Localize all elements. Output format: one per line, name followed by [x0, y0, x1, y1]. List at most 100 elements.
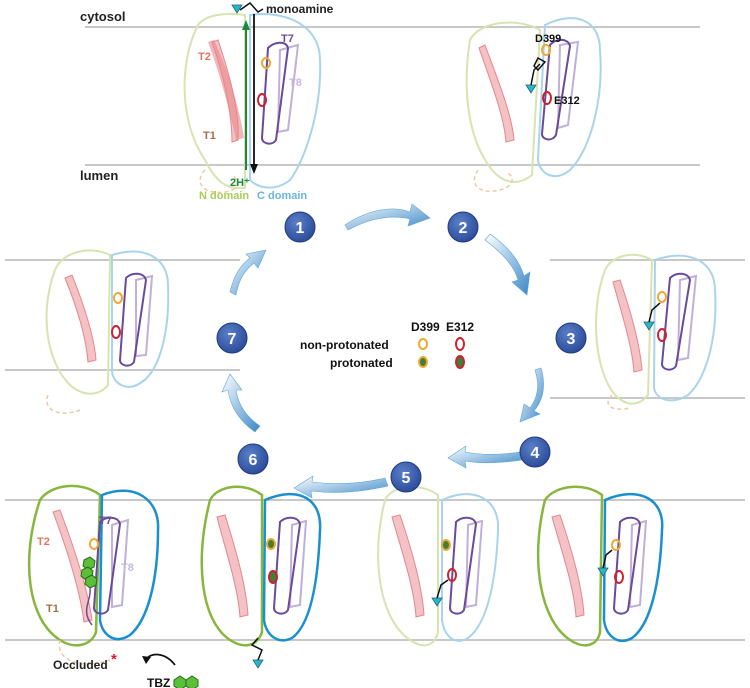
svg-text:5: 5: [402, 470, 411, 487]
d399-ring: [657, 291, 667, 303]
c-domain-outline: [536, 17, 602, 178]
arrow-3-to-4: [519, 367, 544, 423]
e312-ring: [657, 328, 667, 342]
t2-label: T2: [37, 536, 50, 548]
n-domain-outline-bold: [27, 484, 102, 647]
c-domain-outline-bold: [98, 489, 160, 641]
helix-t8: [464, 519, 484, 609]
c-domain-outline: [249, 13, 322, 189]
step-4-badge: 4: [519, 436, 551, 468]
released-monoamine-icon: [250, 637, 264, 669]
state-2-structure: D399 E312: [465, 17, 602, 192]
d399-label: D399: [535, 33, 561, 45]
arrow-5-to-6: [293, 475, 389, 499]
t8-label: T8: [289, 77, 302, 89]
monoamine-label: monoamine: [266, 2, 334, 16]
monoamine-ligand-icon: [643, 302, 661, 331]
lumenal-loop: [473, 169, 513, 192]
n-domain-outline-bold: [200, 485, 264, 647]
state-4-structure: [536, 485, 664, 647]
helix-t7: [660, 272, 692, 371]
tbz-tail: [85, 587, 93, 626]
protonation-legend: D399 E312 non-protonated protonated: [300, 320, 474, 370]
t8-label: T8: [121, 562, 134, 574]
state-7-structure: [45, 249, 170, 414]
helix-t1-t2: [551, 514, 585, 618]
lumen-label: lumen: [80, 168, 118, 183]
svg-text:7: 7: [228, 331, 237, 348]
e312-ring: [257, 93, 267, 107]
helix-t1-t2: [391, 514, 425, 618]
e312-ring: [542, 91, 552, 105]
step-7-badge: 7: [216, 322, 248, 354]
tbz-molecule-icon: [173, 675, 199, 688]
c-domain-label: C domain: [257, 190, 307, 202]
cycle-arrows: [221, 203, 544, 499]
step-5-badge: 5: [390, 461, 422, 493]
tbz-arrow: [145, 653, 176, 666]
step-6-badge: 6: [237, 443, 269, 475]
t1-label: T1: [46, 603, 59, 615]
step-3-badge: 3: [555, 322, 587, 354]
n-domain-outline: [45, 249, 112, 395]
t2-label: T2: [198, 51, 211, 63]
legend-e312-protonated: [455, 355, 465, 369]
monoamine-ligand-icon: [431, 579, 449, 607]
arrow-6-to-7: [221, 373, 261, 433]
occluded-label: Occluded: [53, 658, 108, 672]
e312-ring: [111, 325, 121, 339]
helix-t7: [612, 516, 642, 615]
helix-t7: [540, 38, 572, 141]
arrow-2-to-3: [484, 233, 531, 296]
t7-label: T7: [99, 515, 112, 527]
d399-protonated: [441, 539, 451, 551]
helix-t8: [628, 519, 648, 609]
d399-ring: [89, 538, 99, 550]
t1-label: T1: [203, 130, 216, 142]
helix-t1-t2: [64, 274, 97, 363]
legend-row-protonated: protonated: [330, 356, 393, 370]
helix-t7: [92, 516, 122, 615]
state-1-structure: T2 T1 T7 T8 2H⁺ N domain C domain monoam…: [183, 2, 334, 202]
d399-ring: [541, 44, 551, 56]
d399-protonated: [266, 538, 276, 550]
svg-text:6: 6: [249, 452, 258, 469]
helix-t1-t2: [478, 44, 515, 143]
d399-ring: [261, 57, 271, 69]
lumenal-loop: [199, 169, 239, 194]
svg-text:2: 2: [459, 220, 468, 237]
arrow-4-to-5: [447, 445, 523, 469]
arrow-7-to-1: [229, 249, 267, 296]
lumenal-loop: [46, 394, 81, 414]
legend-col-d399: D399: [411, 320, 440, 334]
legend-row-non-protonated: non-protonated: [300, 338, 389, 352]
step-2-badge: 2: [447, 211, 479, 243]
c-domain-outline: [111, 250, 170, 388]
cytosol-label: cytosol: [80, 9, 126, 24]
c-domain-outline-bold: [262, 492, 322, 642]
helix-t8: [556, 40, 580, 130]
helix-t7: [448, 516, 478, 615]
helix-t7: [118, 272, 148, 367]
helix-t1-t2: [52, 509, 93, 623]
e312-ring: [447, 568, 457, 582]
state-6-occluded-structure: T2 T1 T7 T8 Occluded * TBZ: [27, 484, 199, 688]
n-domain-outline: [183, 12, 246, 190]
tbz-bound-icon: [80, 556, 98, 589]
c-domain-outline: [441, 493, 500, 642]
arrow-1-to-2: [344, 203, 431, 231]
legend-col-e312: E312: [446, 320, 474, 334]
monoamine-ligand-icon: [525, 56, 547, 94]
svg-text:3: 3: [567, 331, 576, 348]
c-domain-outline: [652, 254, 717, 402]
helix-t8: [276, 43, 300, 134]
step-1-badge: 1: [284, 211, 316, 243]
e312-label: E312: [554, 95, 580, 107]
d399-ring: [113, 292, 123, 304]
state-5-structure: [377, 485, 500, 647]
legend-d399-protonated: [418, 356, 428, 368]
t7-label: T7: [281, 33, 294, 45]
proton-label: 2H⁺: [230, 177, 250, 189]
state-5-structure-b: [200, 485, 322, 669]
